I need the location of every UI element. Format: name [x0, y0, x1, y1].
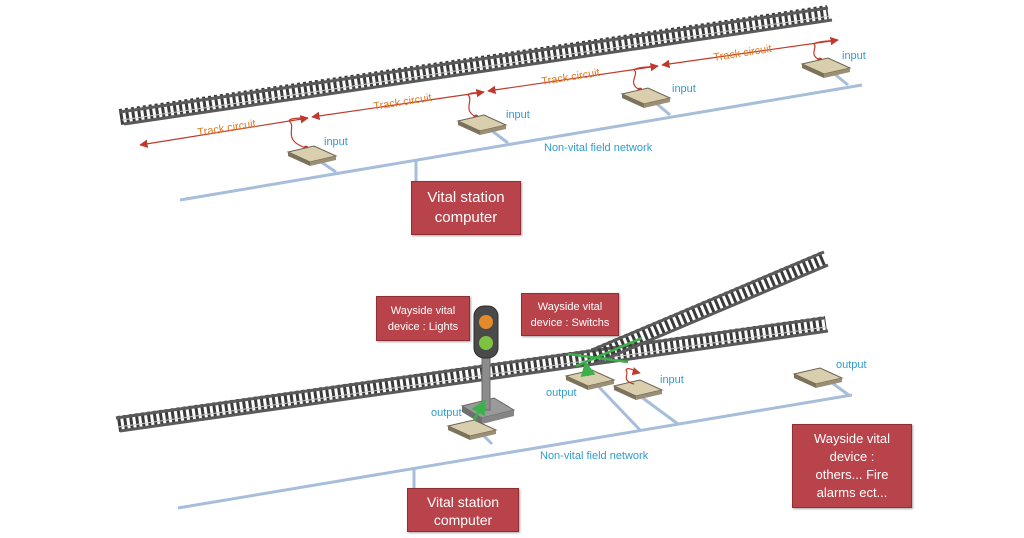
- track-circuit-input-wire: [625, 367, 641, 385]
- top-diagram: Track circuit Track circuit Track circui…: [118, 5, 866, 202]
- track-circuit-label: Track circuit: [373, 92, 433, 113]
- vital-station-computer-box-bottom: Vital station computer: [407, 488, 519, 532]
- box-line: Vital station: [426, 494, 500, 510]
- box-line: Wayside vital: [813, 431, 891, 446]
- network-label: Non-vital field network: [544, 142, 653, 154]
- box-line: others... Fire: [815, 467, 889, 482]
- box-line: Wayside vital: [537, 301, 603, 313]
- track-circuit-arrow-1: [139, 115, 309, 148]
- input-label: input: [842, 50, 866, 62]
- bottom-output-devices: [446, 367, 844, 440]
- track-circuit-label: Track circuit: [713, 43, 773, 64]
- bottom-diagram: output output input output Non-vital fie…: [115, 250, 867, 510]
- vital-station-computer-box-top: Vital station computer: [411, 181, 521, 235]
- green-connections: [471, 336, 643, 421]
- top-input-devices: [286, 57, 852, 166]
- box-line: computer: [433, 512, 493, 528]
- box-line: device : Switchs: [530, 317, 610, 329]
- input-device: [286, 145, 338, 166]
- track-circuit-arrow-2: [311, 88, 485, 121]
- input-device: [620, 87, 672, 108]
- bottom-railway-track: [115, 316, 829, 433]
- box-line: alarms ect...: [816, 485, 888, 500]
- track-circuit-label: Track circuit: [197, 118, 257, 139]
- box-line: computer: [434, 209, 498, 226]
- input-device: [800, 57, 852, 78]
- input-label: input: [672, 83, 696, 95]
- input-label: input: [324, 136, 348, 148]
- signal-orange-lamp: [479, 315, 493, 329]
- output-label: output: [431, 407, 462, 419]
- signal-green-lamp: [479, 336, 493, 350]
- track-circuit-arrow-4: [661, 36, 839, 69]
- output-device: [564, 369, 616, 390]
- output-device: [446, 419, 498, 440]
- box-line: device :: [829, 449, 875, 464]
- top-track-circuits: [139, 36, 839, 151]
- box-line: Wayside vital: [390, 305, 456, 317]
- input-device: [456, 114, 508, 135]
- bottom-diverging-track: [590, 250, 830, 365]
- track-circuit-arrow-3: [487, 62, 659, 95]
- box-line: Vital station: [427, 189, 505, 206]
- input-label: input: [660, 374, 684, 386]
- track-circuit-label: Track circuit: [541, 67, 601, 88]
- wayside-lights-box: Wayside vital device : Lights: [376, 296, 470, 341]
- wayside-switch-box: Wayside vital device : Switchs: [521, 293, 619, 336]
- network-label: Non-vital field network: [540, 450, 649, 462]
- wayside-others-box: Wayside vital device : others... Fire al…: [792, 424, 912, 508]
- input-device: [612, 379, 664, 400]
- output-label: output: [836, 359, 867, 371]
- input-label: input: [506, 109, 530, 121]
- output-device: [792, 367, 844, 388]
- box-line: device : Lights: [387, 321, 459, 333]
- output-label: output: [546, 387, 577, 399]
